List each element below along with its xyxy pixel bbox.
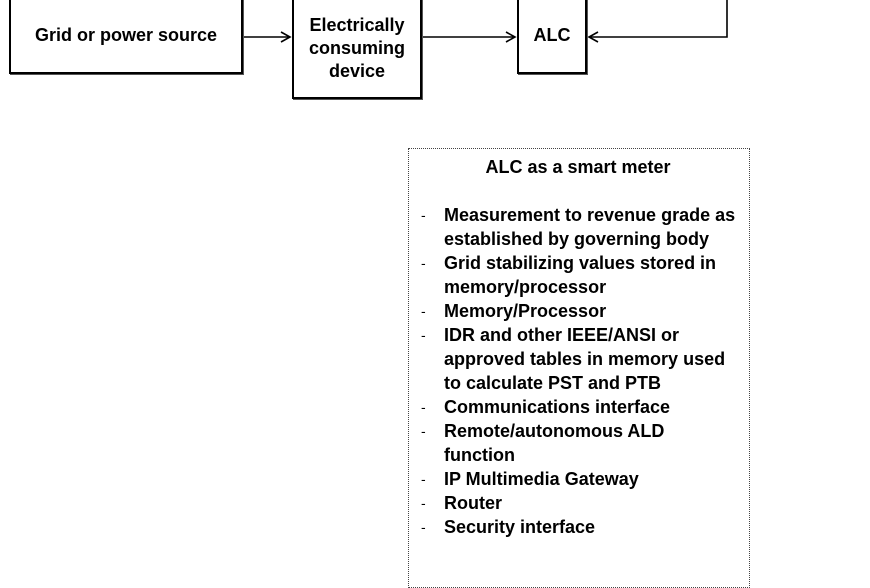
list-item-text: Remote/autonomous ALD function: [444, 421, 665, 465]
list-item: - Remote/autonomous ALD function: [419, 419, 737, 467]
list-item-text: IP Multimedia Gateway: [444, 469, 639, 489]
list-item-text: Security interface: [444, 517, 596, 537]
list-item: - Memory/Processor: [419, 299, 737, 323]
info-panel-list: - Measurement to revenue grade as establi…: [419, 203, 737, 539]
arrow-feedback-to-alc: [587, 0, 728, 43]
bullet-dash: -: [421, 471, 426, 487]
node-electrically-consuming-device: Electrically consuming device: [292, 0, 422, 99]
info-panel-alc-smart-meter: ALC as a smart meter - Measurement to rev…: [408, 148, 750, 588]
bullet-dash: -: [421, 423, 426, 439]
list-item-text: Grid stabilizing values stored in memory…: [444, 253, 717, 297]
list-item: - IDR and other IEEE/ANSI or approved tab…: [419, 323, 737, 395]
list-item: - Measurement to revenue grade as establi…: [419, 203, 737, 251]
list-item-text: Memory/Processor: [444, 301, 607, 321]
node-grid-label: Grid or power source: [34, 24, 218, 45]
node-device-label: Electrically consuming device: [308, 15, 405, 81]
list-item: - Grid stabilizing values stored in memor…: [419, 251, 737, 299]
list-item: - IP Multimedia Gateway: [419, 467, 737, 491]
list-item: - Security interface: [419, 515, 737, 539]
info-panel-title: ALC as a smart meter: [485, 157, 671, 177]
list-item-text: Communications interface: [444, 397, 671, 417]
node-alc-label: ALC: [533, 24, 571, 45]
list-item: - Router: [419, 491, 737, 515]
bullet-dash: -: [421, 207, 426, 223]
bullet-dash: -: [421, 327, 426, 343]
bullet-dash: -: [421, 399, 426, 415]
bullet-dash: -: [421, 495, 426, 511]
list-item-text: Router: [444, 493, 502, 513]
node-alc: ALC: [517, 0, 587, 74]
list-item: - Communications interface: [419, 395, 737, 419]
bullet-dash: -: [421, 519, 426, 535]
list-item-text: IDR and other IEEE/ANSI or approved tabl…: [444, 325, 726, 393]
node-grid-power-source: Grid or power source: [9, 0, 243, 74]
bullet-dash: -: [421, 303, 426, 319]
list-item-text: Measurement to revenue grade as establis…: [444, 205, 736, 249]
bullet-dash: -: [421, 255, 426, 271]
